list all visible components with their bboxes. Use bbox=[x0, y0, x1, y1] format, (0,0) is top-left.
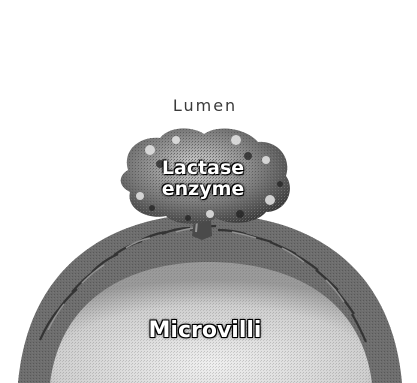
microvilli-label: Microvilli bbox=[120, 318, 290, 343]
enzyme-label-line2: enzyme bbox=[128, 179, 278, 200]
lumen-label: Lumen bbox=[140, 96, 270, 115]
lactase-enzyme-label: Lactase enzyme bbox=[128, 158, 278, 200]
enzyme-label-line1: Lactase bbox=[128, 158, 278, 179]
